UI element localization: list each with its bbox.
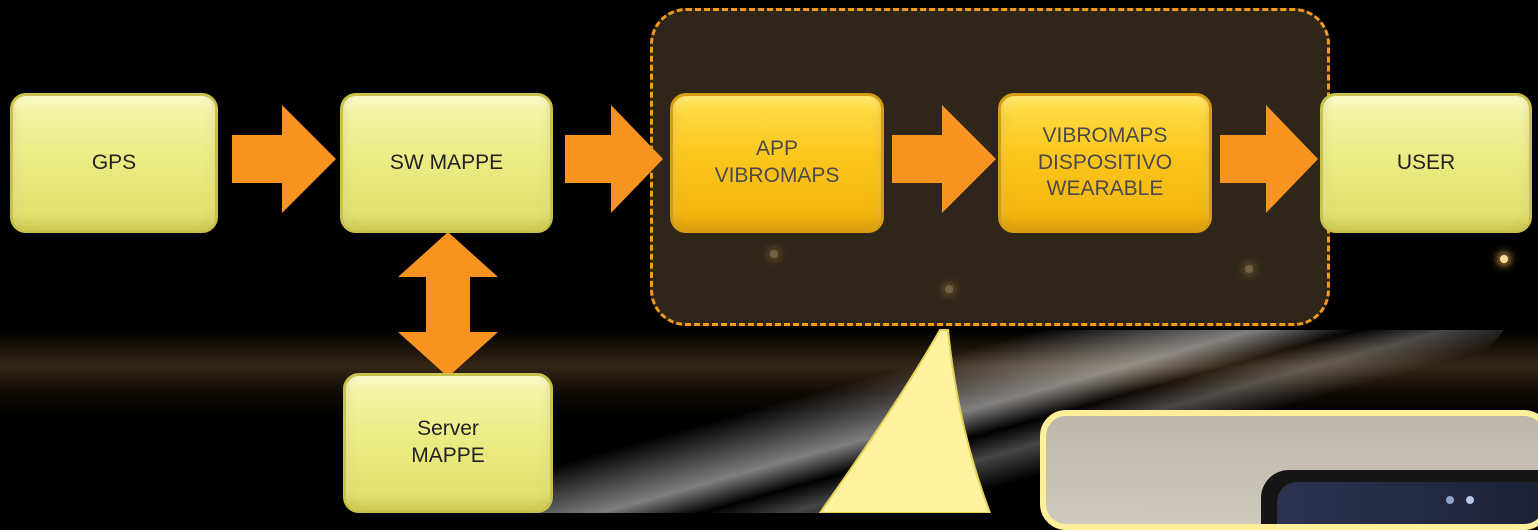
- gps-node: GPS: [10, 93, 218, 233]
- city-lights-background: [0, 250, 1538, 513]
- gps-label: GPS: [91, 150, 137, 174]
- right-arrow-icon: [565, 105, 663, 213]
- street-lamp: [1500, 255, 1508, 263]
- vibromaps-device-label-line3: WEARABLE: [1046, 177, 1164, 201]
- smartphone-photo: [1040, 410, 1538, 530]
- right-arrow-icon: [1220, 105, 1318, 213]
- right-arrow-icon: [892, 105, 996, 213]
- phone-screen: [1277, 482, 1538, 524]
- vibromaps-device-label-line2: DISPOSITIVO: [1037, 150, 1173, 174]
- server-mappe-label-line2: MAPPE: [411, 444, 485, 467]
- camera-dot: [1466, 496, 1474, 504]
- vibromaps-device-label-line1: VIBROMAPS: [1042, 123, 1168, 147]
- sw-mappe-label: SW MAPPE: [389, 150, 504, 174]
- sw-mappe-node: SW MAPPE: [340, 93, 553, 233]
- app-vibromaps-label-line2: VIBROMAPS: [714, 164, 840, 187]
- camera-dot: [1446, 496, 1454, 504]
- app-vibromaps-label-line1: APP: [755, 137, 799, 161]
- app-vibromaps-node: APP VIBROMAPS: [670, 93, 884, 233]
- server-mappe-label-line1: Server: [417, 417, 479, 441]
- street-lamps: [0, 250, 1538, 380]
- user-node: USER: [1320, 93, 1532, 233]
- smartphone-image: [1261, 470, 1538, 524]
- server-mappe-node: Server MAPPE: [343, 373, 553, 513]
- vibromaps-wearable-device-node: VIBROMAPS DISPOSITIVO WEARABLE: [998, 93, 1212, 233]
- user-label: USER: [1396, 150, 1456, 174]
- diagram: GPS SW MAPPE Server MAPPE APP VIBROMAPS …: [0, 8, 1538, 530]
- up-down-arrow-icon: [398, 232, 498, 377]
- right-arrow-icon: [232, 105, 336, 213]
